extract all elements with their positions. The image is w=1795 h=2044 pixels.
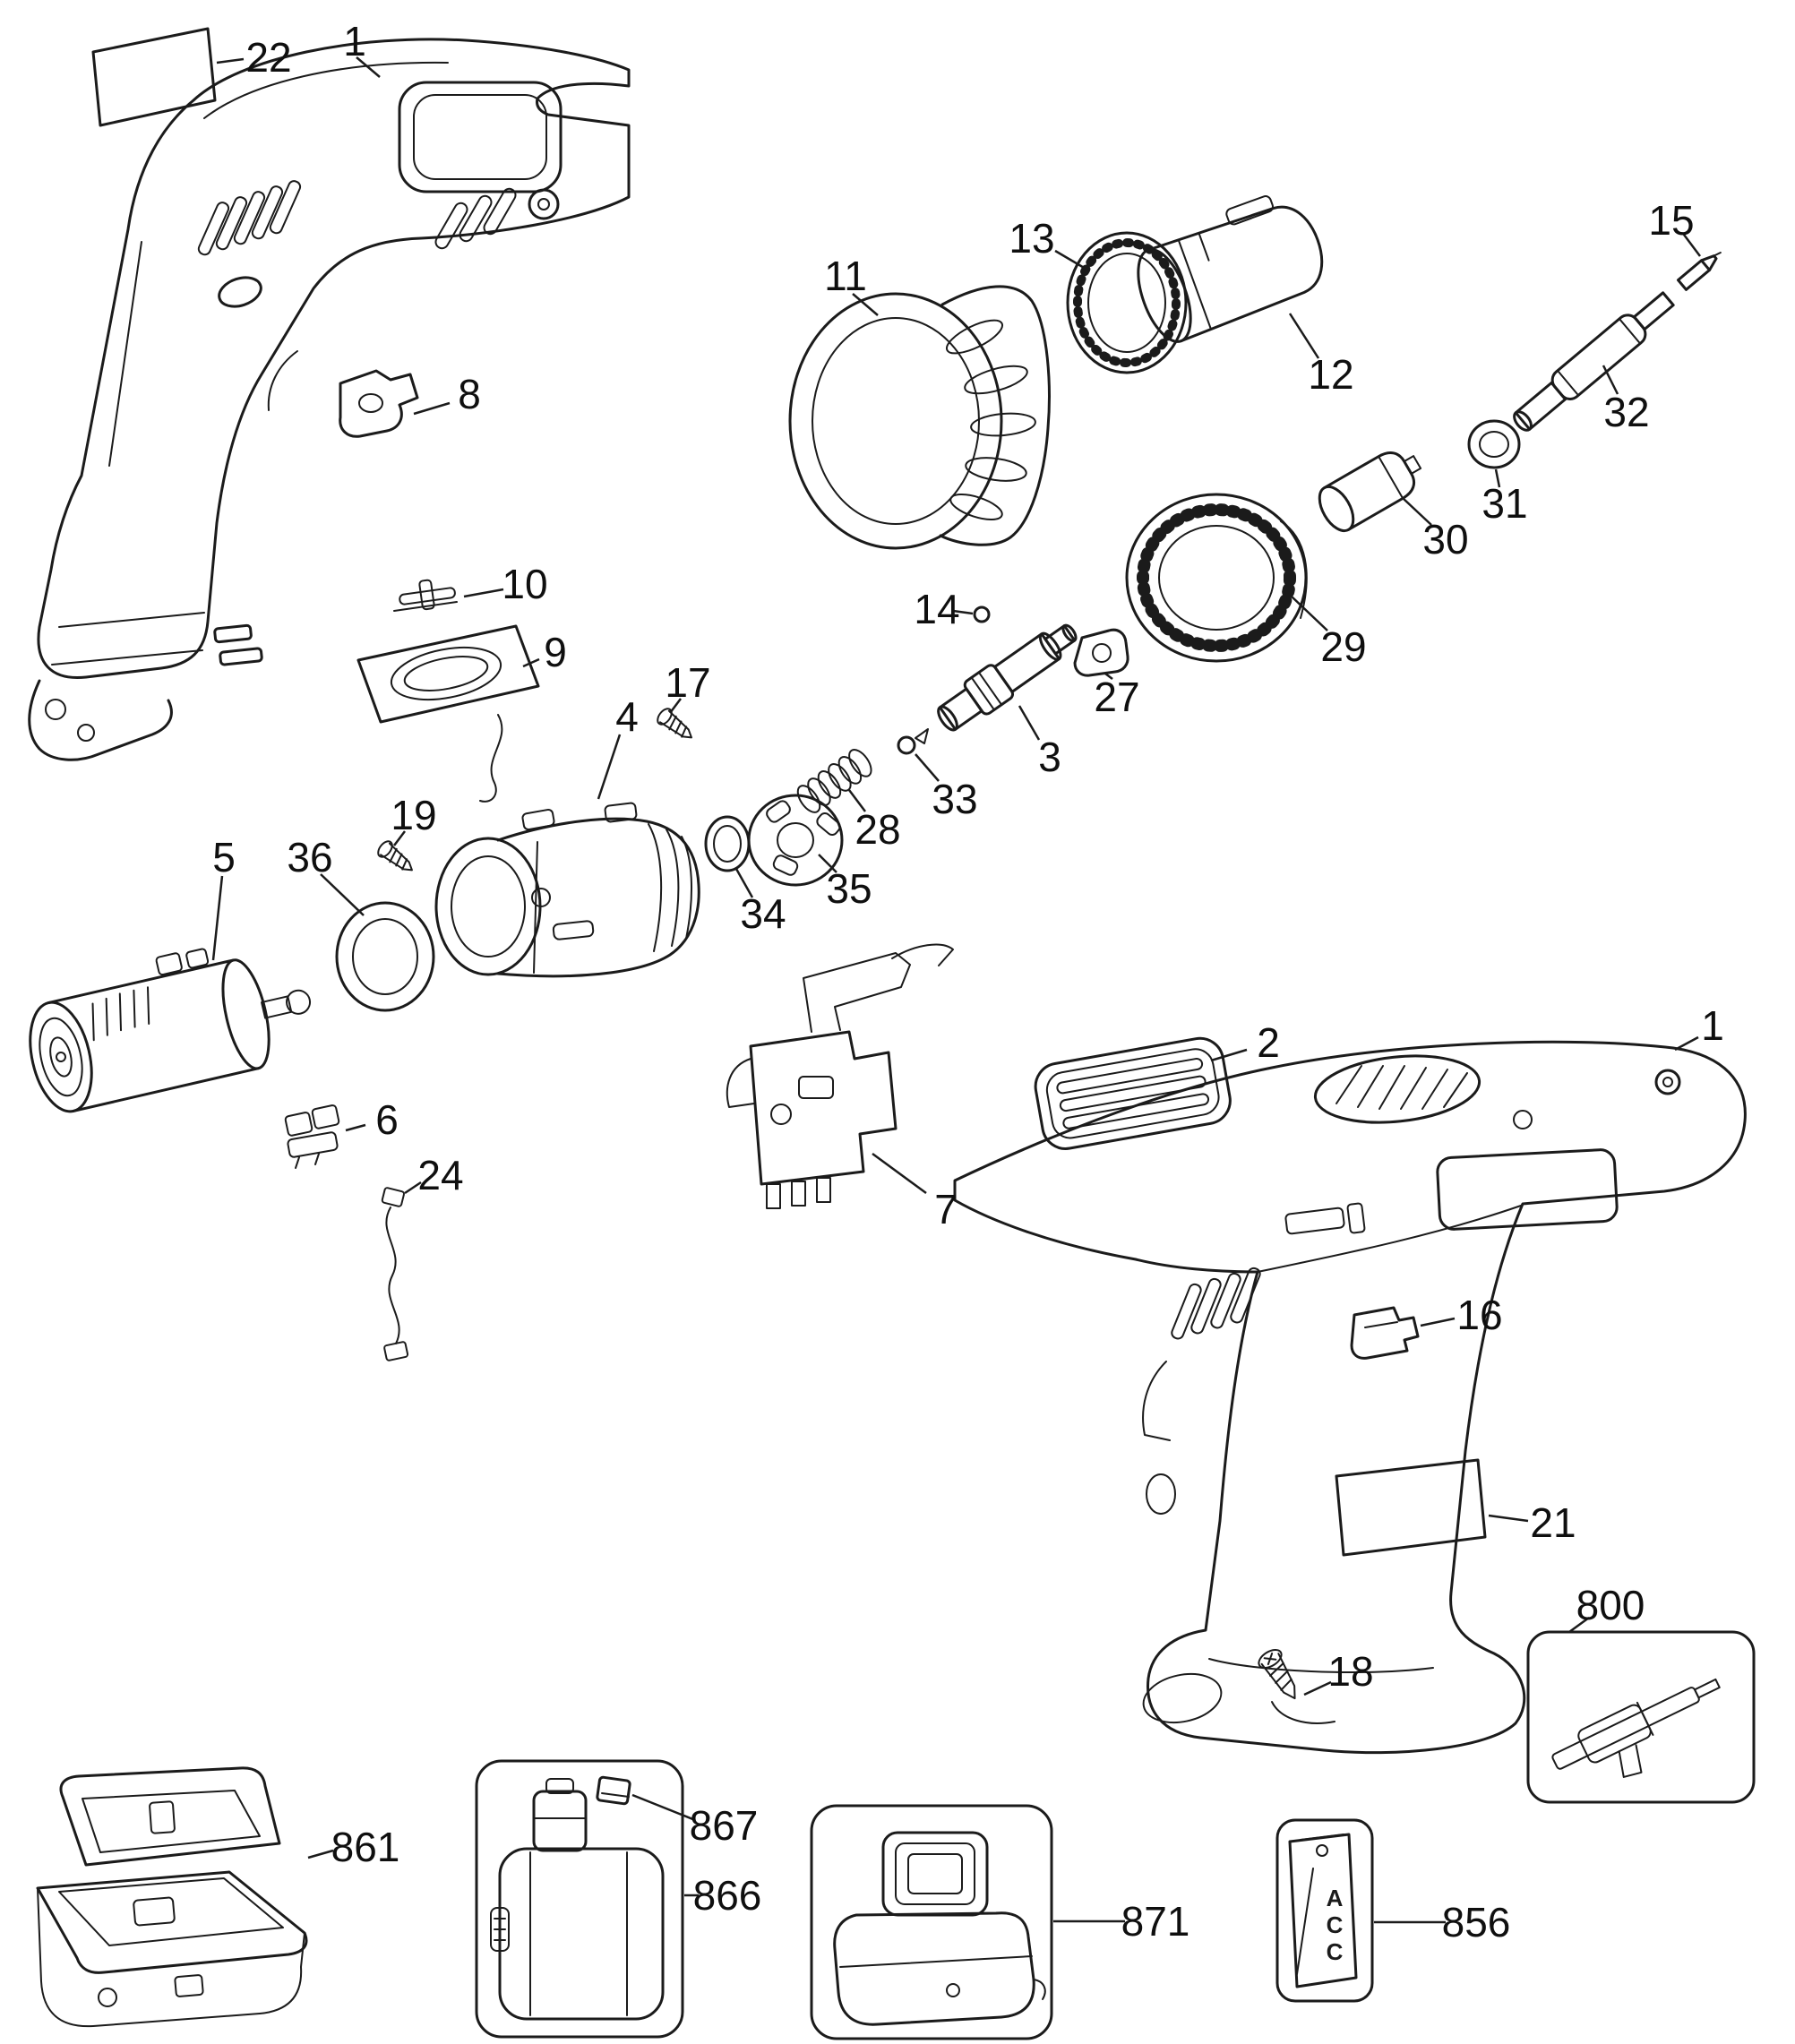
part-34-ring [704,815,751,872]
part-number-29: 29 [1320,623,1367,670]
part-number-28: 28 [855,806,901,853]
part-number-33: 33 [932,776,978,822]
part-number-13: 13 [1009,215,1055,262]
part-11-clutch-housing [788,285,1051,550]
part-number-12: 12 [1308,351,1354,398]
label-22-sticker [91,27,217,127]
grip-hatch [1336,1065,1468,1110]
part-number-18: 18 [1327,1648,1374,1695]
part-12-nose-cylinder [1137,195,1324,343]
acc-letter-3: C [1327,1938,1344,1965]
part-6-connector [284,1104,340,1169]
part-4-gearbox [434,802,700,978]
part-19-screw [377,840,413,872]
part-number-30: 30 [1422,516,1469,563]
part-18-screw [1258,1648,1296,1700]
part-number-19: 19 [391,792,437,838]
part-number-10: 10 [502,561,548,607]
part-14-ball [973,605,991,623]
inset-866 [475,1759,684,2039]
drill-housing-left [28,38,631,761]
part-5-motor [29,948,312,1113]
part-3-spindle [937,623,1078,732]
part-17-screw [657,708,692,739]
part-36-ring [335,901,435,1012]
part-number-5: 5 [212,834,236,880]
part-number-35: 35 [826,865,872,912]
inset-871 [810,1804,1053,2040]
part-13-threaded-ring [1066,231,1188,374]
part-number-8: 8 [458,371,481,417]
part-27-clip [1073,628,1129,677]
part-15-bit [1677,252,1722,291]
vent-slats [197,180,302,256]
part-number-17: 17 [665,659,711,706]
part-867 [596,1775,631,1806]
part-number-6: 6 [375,1096,399,1143]
accessory-800-drawing [1551,1678,1721,1778]
part-7-switch [726,943,954,1209]
part-number-800: 800 [1576,1582,1645,1628]
label-21-sticker [1335,1458,1487,1557]
part-30-sleeve [1318,451,1422,533]
part-number-31: 31 [1482,480,1528,527]
part-number-871: 871 [1121,1898,1190,1945]
part-8-trigger-lock [339,369,419,438]
part-number-9: 9 [544,629,567,675]
part-33-detent [897,728,929,755]
part-number-24: 24 [417,1152,464,1198]
side-slots [434,187,517,250]
part-16-clip [1350,1306,1420,1360]
part-number-21: 21 [1530,1499,1576,1546]
part-29-collar [1125,493,1308,663]
part-24-wire [381,1187,409,1361]
part-number-11: 11 [824,253,867,299]
part-number-15: 15 [1648,197,1695,244]
part-31-ring [1467,419,1521,469]
part-number-1: 1 [343,18,366,64]
acc-letter-2: C [1327,1911,1344,1938]
part-28-spring [796,748,872,813]
part-10-lever [393,579,458,612]
part-number-22: 22 [245,34,292,81]
part-number-867: 867 [689,1802,759,1849]
part-number-4: 4 [615,693,639,740]
handle-vents [1171,1267,1261,1340]
part-number-861: 861 [331,1824,400,1870]
part-number-32: 32 [1603,389,1650,435]
kit-box-861 [36,1766,308,2028]
part-9-plate [356,624,540,803]
part-32-bit-holder [1513,291,1675,432]
drill-housing-right [953,1040,1747,1755]
part-number-27: 27 [1094,674,1140,720]
part-number-34: 34 [740,890,786,937]
part-number-2: 2 [1257,1019,1280,1066]
acc-letter-1: A [1327,1885,1344,1911]
part-number-866: 866 [692,1872,762,1919]
part-number-14: 14 [914,586,960,632]
part-number-36: 36 [287,834,333,880]
part-number-856: 856 [1441,1899,1511,1945]
inset-856: A C C [1275,1818,1374,2003]
part-number-7: 7 [934,1186,958,1232]
part-number-3: 3 [1038,734,1061,780]
part-number-1: 1 [1701,1002,1724,1049]
inset-800 [1526,1630,1756,1804]
part-number-16: 16 [1456,1292,1503,1338]
